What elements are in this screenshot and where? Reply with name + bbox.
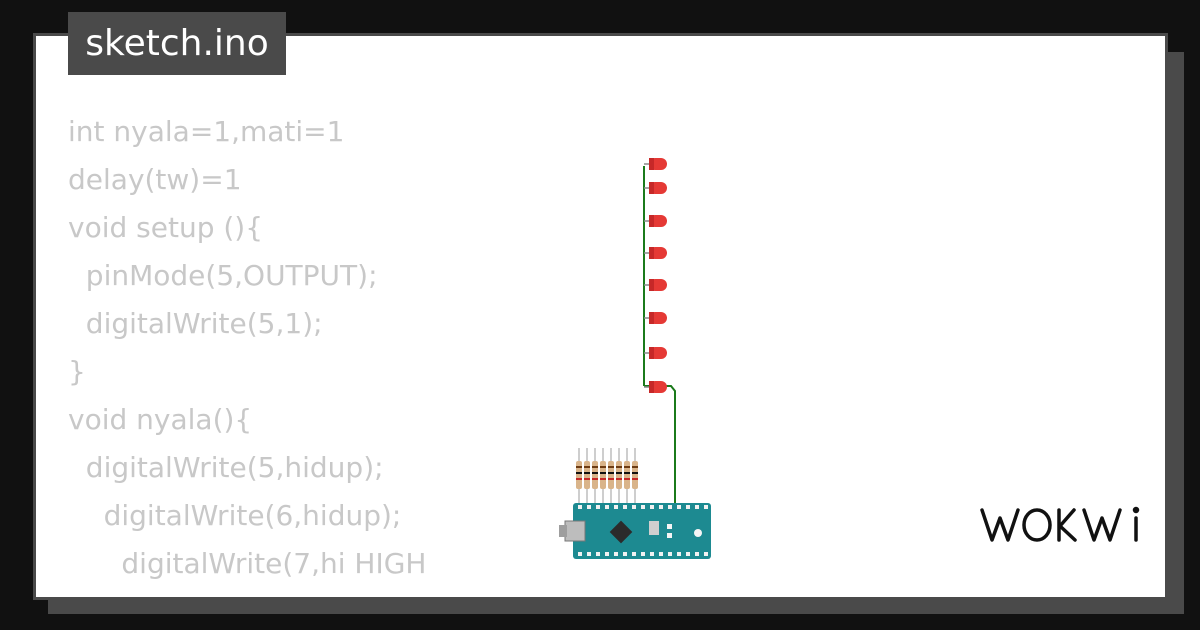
code-line: digitalWrite(5,1); (68, 307, 323, 340)
usb-plug (559, 525, 567, 537)
reset-button (694, 529, 702, 537)
file-tab[interactable]: sketch.ino (68, 12, 286, 75)
header-pin (677, 552, 681, 556)
crystal (649, 521, 659, 535)
header-pin (623, 552, 627, 556)
header-pin (632, 552, 636, 556)
circuit-diagram[interactable] (531, 111, 731, 571)
code-line: int nyala=1,mati=1 (68, 115, 345, 148)
code-line: void setup (){ (68, 211, 264, 244)
header-pins-bottom (578, 552, 708, 556)
led[interactable] (644, 312, 667, 324)
header-pin (623, 505, 627, 509)
led[interactable] (644, 279, 667, 291)
code-line: digitalWrite(5,hidup); (68, 451, 384, 484)
led[interactable] (644, 381, 667, 393)
resistor[interactable] (600, 448, 606, 504)
header-pin (704, 552, 708, 556)
code-line: digitalWrite(7,hi HIGH (68, 547, 427, 580)
header-pin (686, 505, 690, 509)
led-indicator (667, 524, 672, 529)
led[interactable] (644, 182, 667, 194)
wokwi-logo (980, 506, 1140, 542)
header-pin (632, 505, 636, 509)
header-pin (686, 552, 690, 556)
code-line: pinMode(5,OUTPUT); (68, 259, 378, 292)
header-pin (587, 505, 591, 509)
code-line: void nyala(){ (68, 403, 253, 436)
header-pin (614, 552, 618, 556)
led[interactable] (644, 247, 667, 259)
header-pin (596, 505, 600, 509)
header-pin (641, 505, 645, 509)
header-pin (641, 552, 645, 556)
header-pin (677, 505, 681, 509)
resistor[interactable] (576, 448, 582, 504)
resistor-array (576, 448, 638, 504)
header-pin (605, 505, 609, 509)
code-line: digitalWrite(6,hidup); (68, 499, 402, 532)
header-pins-top (578, 505, 708, 509)
header-pin (578, 505, 582, 509)
preview-card: int nyala=1,mati=1 delay(tw)=1 void setup … (33, 33, 1168, 600)
code-line: digitalWrite(8,hidup); (68, 588, 588, 597)
arduino-nano-board[interactable] (559, 503, 711, 559)
header-pin (650, 552, 654, 556)
resistor[interactable] (616, 448, 622, 504)
resistor[interactable] (592, 448, 598, 504)
header-pin (695, 505, 699, 509)
header-pin (704, 505, 708, 509)
header-pin (668, 552, 672, 556)
resistor[interactable] (624, 448, 630, 504)
code-editor[interactable]: int nyala=1,mati=1 delay(tw)=1 void setup … (68, 108, 588, 597)
resistor[interactable] (608, 448, 614, 504)
led[interactable] (644, 158, 667, 170)
header-pin (614, 505, 618, 509)
led-indicator (667, 533, 672, 538)
header-pin (659, 505, 663, 509)
code-line: } (68, 355, 86, 388)
resistor[interactable] (584, 448, 590, 504)
led-column (644, 158, 667, 393)
header-pin (650, 505, 654, 509)
header-pin (587, 552, 591, 556)
header-pin (578, 552, 582, 556)
code-line: delay(tw)=1 (68, 163, 242, 196)
led[interactable] (644, 215, 667, 227)
header-pin (605, 552, 609, 556)
usb-connector (564, 520, 586, 542)
header-pin (596, 552, 600, 556)
led[interactable] (644, 347, 667, 359)
header-pin (695, 552, 699, 556)
header-pin (668, 505, 672, 509)
resistor[interactable] (632, 448, 638, 504)
header-pin (659, 552, 663, 556)
